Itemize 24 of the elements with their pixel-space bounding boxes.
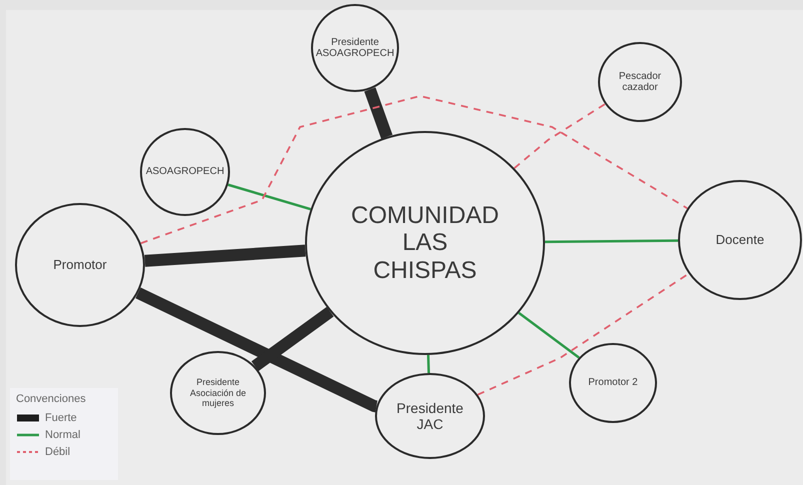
normal-tie-line <box>544 239 678 244</box>
normal-tie-line <box>518 312 580 359</box>
node-label: Presidente ASOAGROPECH <box>315 36 395 60</box>
node-label: Docente <box>716 232 764 248</box>
node-label: Promotor 2 <box>588 377 638 389</box>
node-label: Presidente JAC <box>396 400 464 432</box>
strong-tie-line <box>251 306 334 372</box>
legend-title: Convenciones <box>16 393 86 405</box>
legend-label: Fuerte <box>45 412 77 424</box>
node-label: Presidente Asociación de mujeres <box>188 377 248 409</box>
weak-tie-line <box>514 103 606 169</box>
legend-label: Débil <box>45 446 70 458</box>
weak-tie-line <box>140 95 688 244</box>
normal-tie-line <box>426 354 430 374</box>
node-label: Pescador cazador <box>618 70 662 94</box>
normal-tie-line <box>228 184 311 210</box>
legend-label: Normal <box>45 429 80 441</box>
weak-tie-line <box>477 272 690 396</box>
node-label: Promotor <box>53 258 107 272</box>
strong-tie-line <box>144 244 306 267</box>
node-label: ASOAGROPECH <box>146 166 224 178</box>
node-label: COMUNIDAD LAS CHISPAS <box>350 202 500 284</box>
strong-tie-line <box>135 287 380 412</box>
strong-tie-line <box>364 87 393 139</box>
